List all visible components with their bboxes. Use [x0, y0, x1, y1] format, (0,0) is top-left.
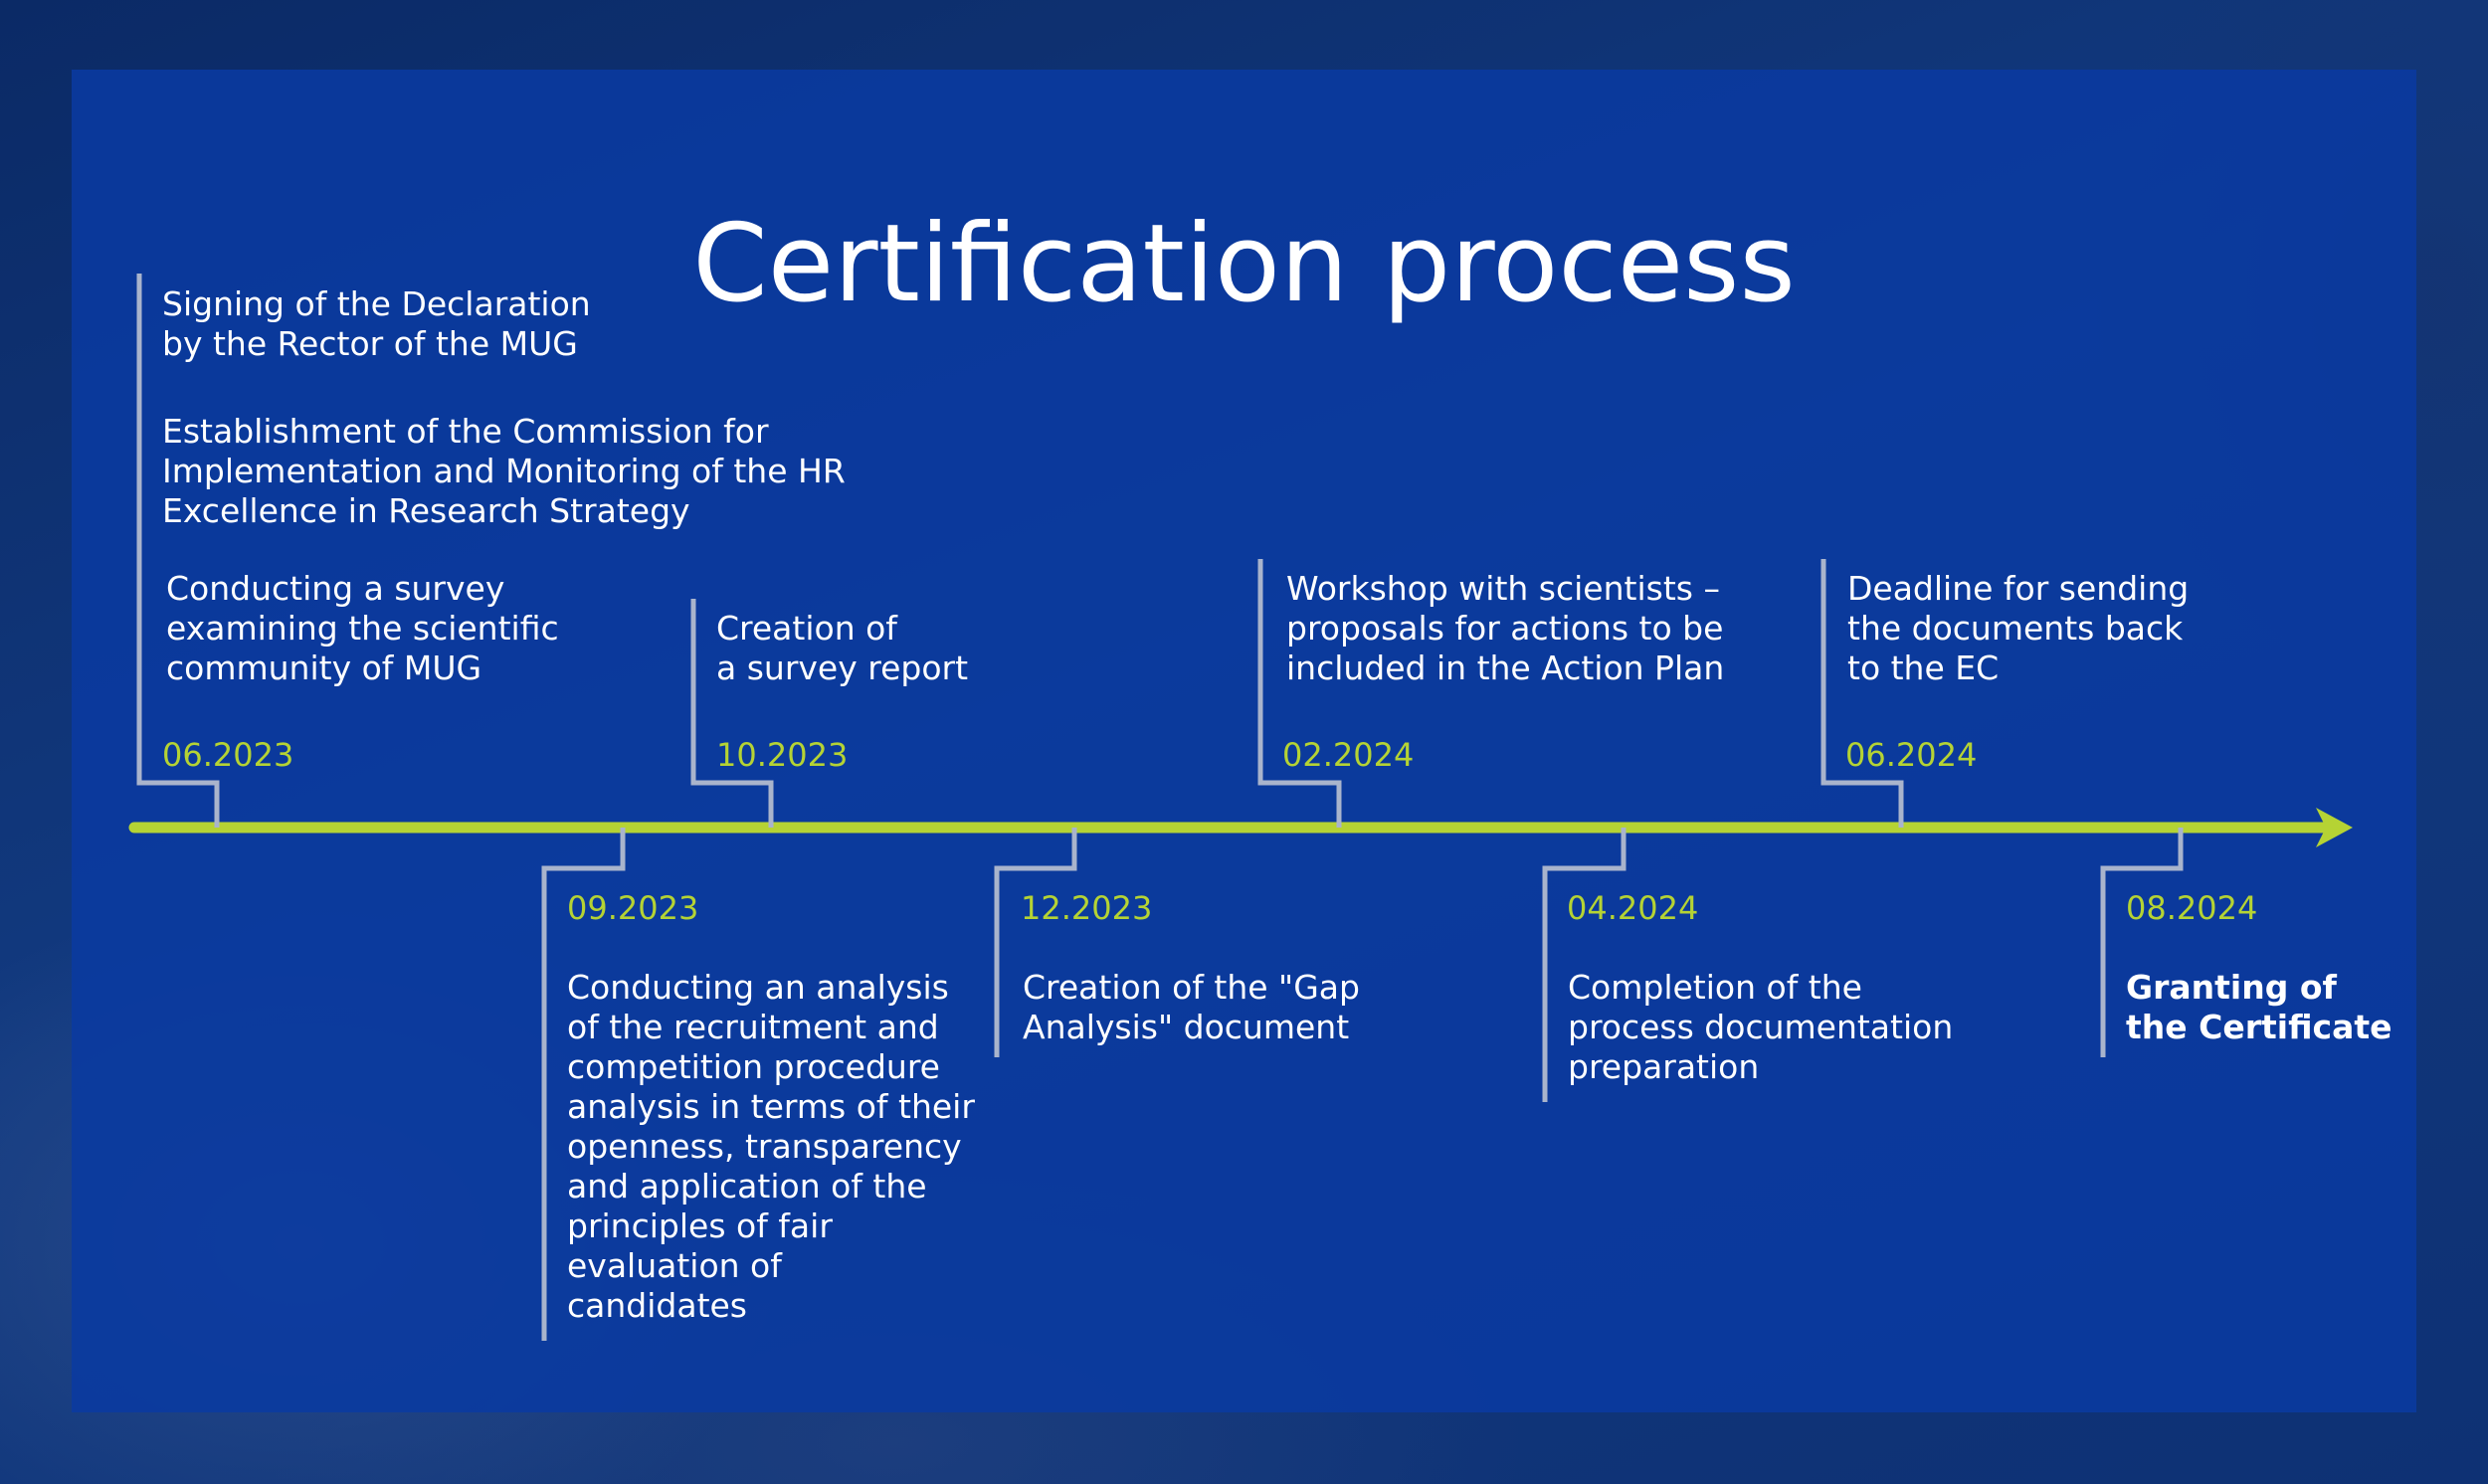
- timeline-arrowhead-icon: [2316, 808, 2353, 847]
- connector-02-2024: [1257, 559, 1342, 828]
- milestone-04-2024-text: Completion of the process documentation …: [1568, 968, 1954, 1086]
- milestone-10-2023-date: 10.2023: [716, 736, 849, 774]
- connector-06-2023: [136, 274, 220, 828]
- connector-08-2024: [2100, 828, 2184, 1057]
- page-title: Certification process: [692, 202, 1796, 327]
- milestone-12-2023-text: Creation of the "Gap Analysis" document: [1023, 968, 1360, 1046]
- milestone-04-2024-date: 04.2024: [1567, 889, 1699, 927]
- milestone-08-2024-date: 08.2024: [2126, 889, 2258, 927]
- connector-09-2023: [541, 828, 626, 1341]
- connector-06-2024: [1820, 559, 1904, 828]
- connector-12-2023: [994, 828, 1077, 1057]
- milestone-02-2024-text: Workshop with scientists – proposals for…: [1286, 569, 1725, 687]
- milestone-06-2024-date: 06.2024: [1845, 736, 1978, 774]
- milestone-09-2023-text: Conducting an analysis of the recruitmen…: [567, 968, 975, 1325]
- milestone-02-2024-date: 02.2024: [1282, 736, 1415, 774]
- milestone-12-2023-date: 12.2023: [1021, 889, 1153, 927]
- milestone-10-2023-text: Creation of a survey report: [716, 609, 969, 687]
- event-declaration: Signing of the Declaration by the Rector…: [162, 284, 591, 363]
- event-commission: Establishment of the Commission for Impl…: [162, 412, 846, 530]
- milestone-06-2023-date: 06.2023: [162, 736, 294, 774]
- milestone-09-2023-date: 09.2023: [567, 889, 699, 927]
- milestone-06-2023-text: Conducting a survey examining the scient…: [166, 569, 559, 687]
- milestone-08-2024-text: Granting of the Certificate: [2126, 968, 2392, 1046]
- connector-10-2023: [690, 599, 774, 828]
- content-panel: [72, 70, 2416, 1412]
- connector-04-2024: [1542, 828, 1627, 1102]
- milestone-06-2024-text: Deadline for sending the documents back …: [1847, 569, 2190, 687]
